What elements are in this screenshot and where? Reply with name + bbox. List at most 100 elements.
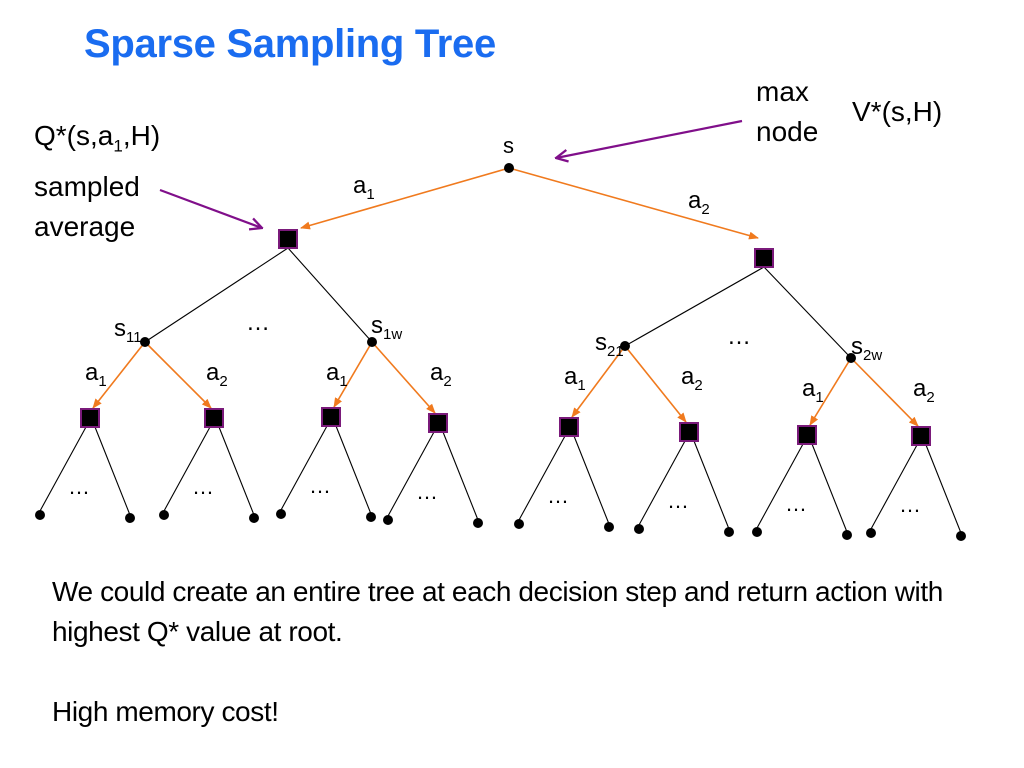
- state-s1w-label: s1w: [371, 312, 402, 343]
- leaf-edge-right: [925, 444, 962, 534]
- leaf-edge-right: [218, 426, 255, 516]
- leaf-state-node: [724, 527, 734, 537]
- leaf-ellipsis: …: [68, 474, 90, 499]
- max-node-line1: max: [756, 76, 809, 107]
- action-edge-s1w-a1: [333, 341, 373, 408]
- slide-title: Sparse Sampling Tree: [84, 22, 496, 66]
- q-annotation-arrow: [159, 188, 262, 228]
- leaf-edge-left: [39, 426, 87, 512]
- action-label-s21-a1: a1: [564, 363, 586, 394]
- state-node-s1w: [367, 337, 377, 347]
- leaf-state-node: [752, 527, 762, 537]
- leaf-ellipsis: …: [899, 492, 921, 517]
- leaf-edge-left: [756, 443, 804, 529]
- chance-node-s21-a1: [559, 417, 579, 437]
- chance-node-s1w-a1: [321, 407, 341, 427]
- root-state-label: s: [503, 133, 514, 158]
- max-node-line2: node: [756, 116, 819, 147]
- q-value-line3: average: [34, 210, 136, 242]
- transition-edge-s1w: [287, 247, 373, 343]
- leaf-edge-left: [870, 444, 918, 530]
- transition-edge-s2w: [763, 266, 852, 359]
- leaf-state-node: [249, 513, 259, 523]
- q-value-formula: Q*(s,a1,H): [34, 120, 161, 156]
- chance-node-a1: [278, 229, 298, 249]
- action-edge-s11-a1: [92, 341, 146, 409]
- chance-node-s11-a1: [80, 408, 100, 428]
- chance-node-s2w-a2: [911, 426, 931, 446]
- leaf-edge-right: [693, 440, 730, 530]
- leaf-edge-left: [638, 440, 686, 526]
- root-action-edge-a2: [508, 167, 759, 240]
- action-edge-s21-a1: [571, 345, 626, 418]
- leaf-edge-right: [335, 425, 372, 515]
- leaf-state-node: [383, 515, 393, 525]
- leaf-state-node: [473, 518, 483, 528]
- leaf-ellipsis: …: [192, 474, 214, 499]
- leaf-ellipsis: …: [547, 483, 569, 508]
- chance-node-s2w-a1: [797, 425, 817, 445]
- slide-body: We could create an entire tree at each d…: [52, 572, 1012, 732]
- leaf-edge-right: [811, 443, 848, 533]
- q-value-annotation: Q*(s,a1,H) sampled average: [34, 116, 160, 247]
- root-action-a2-label: a2: [688, 187, 710, 218]
- leaf-edge-left: [163, 426, 211, 512]
- leaf-ellipsis: …: [309, 473, 331, 498]
- ellipsis-right-branch: …: [727, 323, 751, 350]
- root-action-edge-a1: [300, 167, 510, 230]
- body-paragraph-1: We could create an entire tree at each d…: [52, 576, 943, 647]
- action-edge-s21-a2: [624, 345, 687, 423]
- leaf-edge-right: [573, 435, 610, 525]
- action-label-s21-a2: a2: [681, 363, 703, 394]
- leaf-state-node: [514, 519, 524, 529]
- leaf-edge-left: [518, 435, 566, 521]
- leaf-state-node: [604, 522, 614, 532]
- state-s11-label: s11: [114, 315, 142, 346]
- state-node-s2w: [846, 353, 856, 363]
- state-s2w-label: s2w: [851, 333, 882, 364]
- leaf-state-node: [956, 531, 966, 541]
- leaf-state-node: [159, 510, 169, 520]
- root-action-a1-label: a1: [353, 172, 375, 203]
- leaf-edge-left: [387, 431, 435, 517]
- leaf-ellipsis: …: [667, 488, 689, 513]
- leaf-ellipsis: …: [785, 491, 807, 516]
- chance-node-a2: [754, 248, 774, 268]
- max-node-annotation: max node: [756, 72, 818, 152]
- q-value-line2: sampled: [34, 170, 140, 202]
- action-edge-s1w-a2: [371, 341, 436, 414]
- max-node-annotation-arrow: [556, 119, 743, 158]
- action-label-s2w-a1: a1: [802, 375, 824, 406]
- leaf-state-node: [634, 524, 644, 534]
- ellipsis-left-branch: …: [246, 309, 270, 336]
- action-edge-s2w-a2: [850, 357, 919, 427]
- root-state-node: [504, 163, 514, 173]
- leaf-ellipsis: …: [416, 479, 438, 504]
- chance-node-s11-a2: [204, 408, 224, 428]
- leaf-state-node: [366, 512, 376, 522]
- transition-edge-s11: [144, 247, 289, 343]
- leaf-edge-left: [280, 425, 328, 511]
- leaf-state-node: [842, 530, 852, 540]
- action-edge-s11-a2: [144, 341, 212, 409]
- state-s21-label: s21: [595, 329, 624, 360]
- state-node-s11: [140, 337, 150, 347]
- action-label-s1w-a1: a1: [326, 359, 348, 390]
- chance-node-s21-a2: [679, 422, 699, 442]
- action-label-s1w-a2: a2: [430, 359, 452, 390]
- action-label-s11-a1: a1: [85, 359, 107, 390]
- action-label-s11-a2: a2: [206, 359, 228, 390]
- leaf-state-node: [125, 513, 135, 523]
- body-paragraph-2: High memory cost!: [52, 696, 279, 727]
- action-label-s2w-a2: a2: [913, 375, 935, 406]
- state-node-s21: [620, 341, 630, 351]
- leaf-edge-right: [94, 426, 131, 516]
- leaf-edge-right: [442, 431, 479, 521]
- chance-node-s1w-a2: [428, 413, 448, 433]
- leaf-state-node: [35, 510, 45, 520]
- v-value-label: V*(s,H): [852, 96, 943, 127]
- leaf-state-node: [276, 509, 286, 519]
- action-edge-s2w-a1: [809, 357, 852, 426]
- leaf-state-node: [866, 528, 876, 538]
